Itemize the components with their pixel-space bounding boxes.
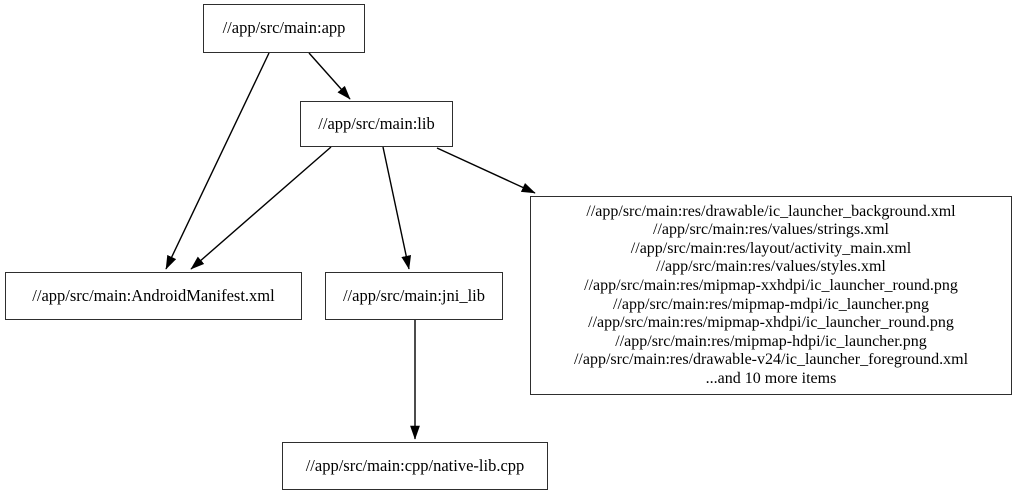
res-group-line: //app/src/main:res/values/strings.xml (653, 221, 889, 239)
res-group-line: //app/src/main:res/drawable/ic_launcher_… (586, 202, 956, 220)
graph-node-lib: //app/src/main:lib (300, 101, 453, 147)
graph-node-res-group: //app/src/main:res/drawable/ic_launcher_… (530, 196, 1012, 395)
res-group-line: //app/src/main:res/mipmap-mdpi/ic_launch… (613, 295, 929, 313)
edge-lib-to-jni-lib (382, 146, 412, 270)
graph-node-native-lib-cpp: //app/src/main:cpp/native-lib.cpp (282, 442, 548, 490)
graph-node-android-manifest: //app/src/main:AndroidManifest.xml (5, 272, 302, 320)
res-group-line: //app/src/main:res/drawable-v24/ic_launc… (573, 351, 969, 369)
edge-app-to-lib (308, 52, 351, 100)
res-group-line: //app/src/main:res/mipmap-hdpi/ic_launch… (615, 332, 927, 350)
node-app-label: //app/src/main:app (222, 18, 346, 38)
node-lib-label: //app/src/main:lib (318, 113, 435, 133)
edge-lib-to-manifest (190, 146, 332, 270)
node-android-manifest-label: //app/src/main:AndroidManifest.xml (32, 285, 275, 305)
res-group-more-items: ...and 10 more items (705, 369, 837, 387)
edge-lib-to-res-group (436, 147, 536, 194)
graph-node-app: //app/src/main:app (203, 4, 365, 53)
edge-app-to-manifest (165, 52, 270, 270)
res-group-line: //app/src/main:res/mipmap-xxhdpi/ic_laun… (584, 276, 958, 294)
node-native-lib-cpp-label: //app/src/main:cpp/native-lib.cpp (305, 455, 525, 475)
graph-node-jni-lib: //app/src/main:jni_lib (325, 272, 503, 320)
res-group-line: //app/src/main:res/mipmap-xhdpi/ic_launc… (588, 314, 954, 332)
res-group-line: //app/src/main:res/layout/activity_main.… (630, 239, 912, 257)
node-jni-lib-label: //app/src/main:jni_lib (342, 285, 486, 305)
res-group-line: //app/src/main:res/values/styles.xml (656, 258, 886, 276)
